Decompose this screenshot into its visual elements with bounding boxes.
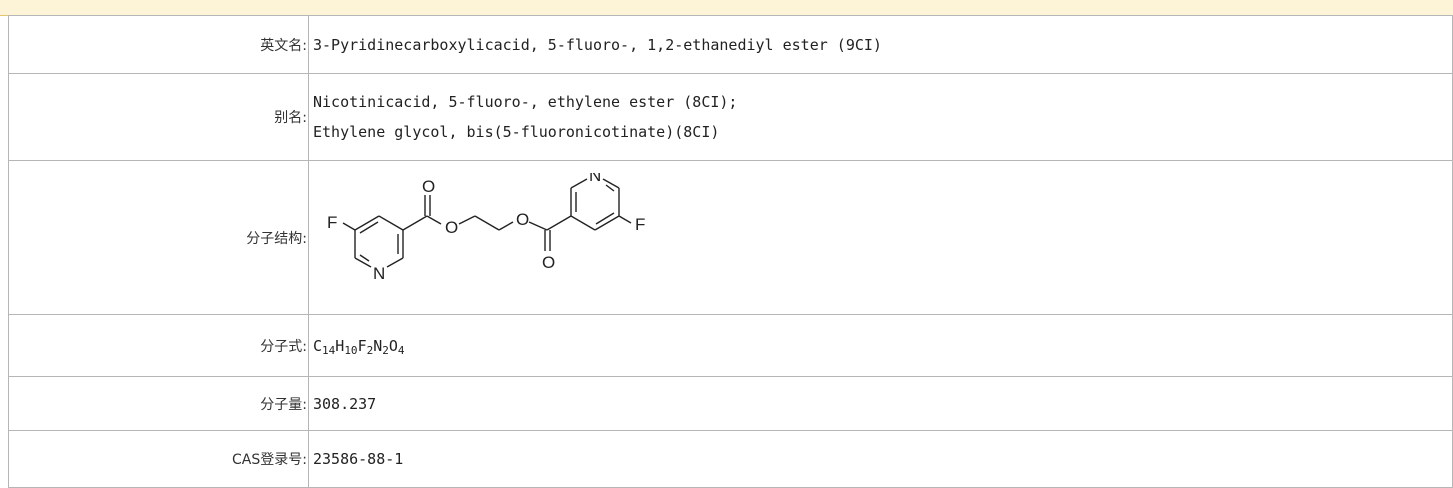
molecule-structure-image: F N O O O O N F [327, 173, 645, 283]
left-ester-group [402, 194, 442, 231]
atom-n-left: N [373, 264, 385, 283]
cas-value: 23586-88-1 [308, 430, 1453, 488]
compound-properties-table: 英文名: 3-Pyridinecarboxylicacid, 5-fluoro-… [8, 15, 1453, 488]
structure-cell: F N O O O O N F [308, 160, 1453, 315]
formula-label: 分子式: [8, 314, 309, 377]
row-aliases: 别名: Nicotinicacid, 5-fluoro-, ethylene e… [8, 73, 1453, 161]
cas-label: CAS登录号: [8, 430, 309, 488]
row-structure: 分子结构: [8, 160, 1453, 315]
alias-2: Ethylene glycol, bis(5-fluoronicotinate)… [313, 123, 720, 141]
atom-f-right: F [635, 215, 645, 234]
atom-o-carbonyl-right: O [542, 253, 555, 272]
atom-o-ester-left: O [445, 218, 458, 237]
formula-subscript: 14 [322, 343, 336, 357]
atom-f-left: F [327, 213, 337, 232]
aliases-label: 别名: [8, 73, 309, 161]
right-ester-group [528, 214, 572, 251]
alias-1: Nicotinicacid, 5-fluoro-, ethylene ester… [313, 93, 738, 111]
formula-element: C [313, 336, 323, 355]
header-bar [0, 0, 1453, 16]
left-pyridine-ring [354, 214, 404, 268]
ethylene-linker [458, 214, 514, 231]
formula-element: F [357, 336, 367, 355]
structure-label: 分子结构: [8, 160, 309, 315]
row-formula: 分子式: C14H10F2N2O4 [8, 314, 1453, 377]
bond-left-fluoro [342, 221, 356, 231]
formula-element: N [373, 336, 383, 355]
atom-o-carbonyl-left: O [422, 177, 435, 196]
row-mol-weight: 分子量: 308.237 [8, 376, 1453, 431]
right-pyridine-ring [570, 177, 620, 231]
formula-element: O [388, 336, 398, 355]
formula-element: H [335, 336, 345, 355]
english-name-value: 3-Pyridinecarboxylicacid, 5-fluoro-, 1,2… [308, 15, 1453, 74]
bond-right-fluoro [618, 214, 632, 224]
atom-o-ester-right: O [516, 210, 529, 229]
formula-value: C14H10F2N2O4 [308, 314, 1453, 377]
row-english-name: 英文名: 3-Pyridinecarboxylicacid, 5-fluoro-… [8, 15, 1453, 74]
formula-subscript: 10 [344, 343, 358, 357]
formula-subscript: 4 [397, 343, 405, 357]
aliases-value: Nicotinicacid, 5-fluoro-, ethylene ester… [308, 73, 1453, 161]
mol-weight-value: 308.237 [308, 376, 1453, 431]
formula-subscript: 2 [366, 343, 374, 357]
atom-n-right: N [589, 173, 601, 185]
formula-subscript: 2 [382, 343, 389, 357]
row-cas: CAS登录号: 23586-88-1 [8, 430, 1453, 488]
mol-weight-label: 分子量: [8, 376, 309, 431]
english-name-label: 英文名: [8, 15, 309, 74]
